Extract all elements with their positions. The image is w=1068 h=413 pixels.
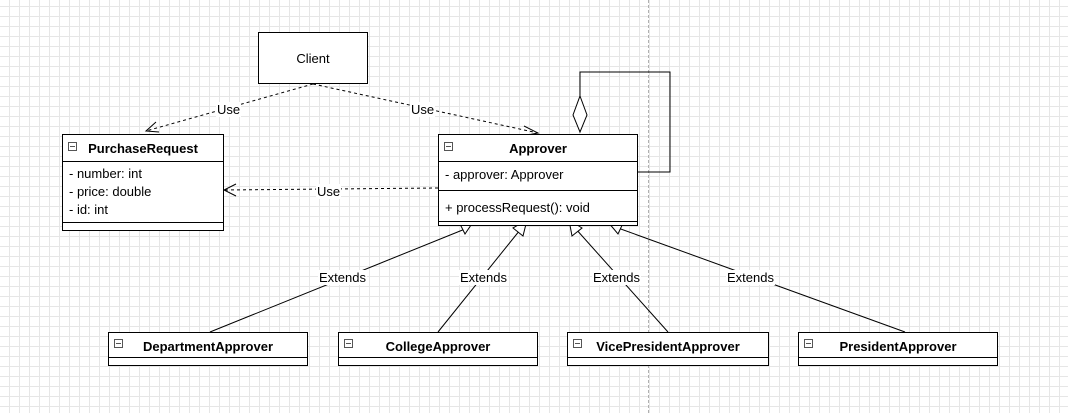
president-approver-name: PresidentApprover [839,339,957,354]
edge-label-extends-president: Extends [726,270,775,285]
vice-president-approver-class[interactable]: VicePresidentApprover [567,332,769,366]
college-approver-header: CollegeApprover [339,333,537,358]
collapse-icon[interactable] [804,339,813,348]
edge-label-use-approver-purchaserequest: Use [316,184,342,199]
approver-attributes: - approver: Approver [439,162,637,191]
approver-class[interactable]: Approver - approver: Approver + processR… [438,134,638,226]
attribute-price: - price: double [69,184,152,199]
edge-label-extends-college: Extends [459,270,508,285]
approver-methods: + processRequest(): void [439,191,637,222]
method-process-request: + processRequest(): void [445,200,590,215]
edge-approver-self-aggregation[interactable] [579,71,671,173]
attribute-approver: - approver: Approver [445,167,564,182]
attribute-number: - number: int [69,166,142,181]
purchase-request-methods-section [63,223,223,231]
collapse-icon[interactable] [344,339,353,348]
client-label: Client [296,50,330,66]
attribute-id: - id: int [69,202,109,217]
vice-president-approver-name: VicePresidentApprover [596,339,740,354]
purchase-request-attributes: - number: int - price: double - id: int [63,162,223,223]
edge-label-extends-department: Extends [318,270,367,285]
page-divider [648,0,649,413]
department-approver-name: DepartmentApprover [142,339,274,354]
department-approver-header: DepartmentApprover [109,333,307,358]
purchase-request-header: PurchaseRequest [63,135,223,162]
collapse-icon[interactable] [444,142,453,151]
collapse-icon[interactable] [573,339,582,348]
college-approver-class[interactable]: CollegeApprover [338,332,538,366]
collapse-icon[interactable] [114,339,123,348]
arrowhead-client-purchaserequest [144,121,160,133]
approver-header: Approver [439,135,637,162]
arrowhead-approver-purchaserequest [222,183,237,197]
collapse-icon[interactable] [68,142,77,151]
approver-name: Approver [509,141,567,156]
edge-label-use-client-approver: Use [410,102,436,117]
edge-label-extends-vicepresident: Extends [592,270,641,285]
purchase-request-class[interactable]: PurchaseRequest - number: int - price: d… [62,134,224,231]
department-approver-class[interactable]: DepartmentApprover [108,332,308,366]
purchase-request-name: PurchaseRequest [88,141,198,156]
president-approver-class[interactable]: PresidentApprover [798,332,998,366]
college-approver-name: CollegeApprover [385,339,491,354]
aggregation-diamond [572,94,588,134]
edge-label-use-client-purchaserequest: Use [216,102,242,117]
president-approver-header: PresidentApprover [799,333,997,358]
vice-president-approver-header: VicePresidentApprover [568,333,768,358]
client-node[interactable]: Client [258,32,368,84]
